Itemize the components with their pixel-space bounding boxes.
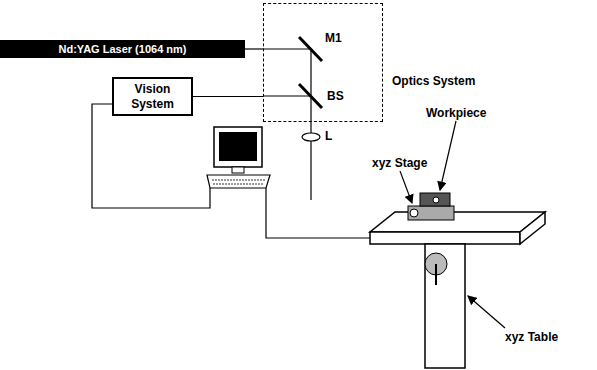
box-label: Vision System (122, 82, 183, 112)
knob-handle (435, 264, 437, 285)
laser-source-box: Nd:YAG Laser (1064 nm) (0, 40, 245, 58)
part-label: M1 (325, 31, 342, 45)
monitor-stand (232, 167, 244, 173)
leader-arrow (440, 121, 456, 190)
part-label: L (325, 129, 332, 143)
optics-group-box: Optics System (263, 3, 383, 122)
beam-connector (245, 48, 263, 49)
beam-connector (193, 96, 263, 97)
process-box: Vision System (112, 77, 193, 116)
part-label: Workpiece (426, 106, 486, 120)
vision-path (263, 95, 311, 96)
leader-arrow (468, 296, 505, 328)
group-heading: Optics System (392, 74, 475, 88)
lens-symbol (302, 133, 320, 141)
leader-arrow (400, 171, 412, 203)
keyboard-keys (212, 180, 265, 181)
signal-wire (92, 104, 210, 208)
stage-knob (410, 209, 418, 217)
part-label: xyz Table (505, 330, 558, 344)
workpiece (420, 193, 450, 206)
xyz-stage (408, 206, 454, 220)
table-top (370, 212, 545, 232)
laser-beam (310, 49, 311, 200)
laser-beam (263, 48, 311, 49)
workpiece-hole (433, 197, 439, 203)
computer-monitor (214, 127, 262, 167)
beam-splitter-symbol (299, 84, 322, 108)
table-leg (425, 244, 465, 368)
table-side (520, 212, 545, 244)
keyboard-keys (213, 184, 264, 185)
box-label: Nd:YAG Laser (1064 nm) (59, 43, 187, 55)
monitor-screen (219, 132, 257, 161)
part-label: xyz Stage (372, 156, 427, 170)
keyboard (207, 175, 270, 188)
mirror-symbol (299, 37, 322, 61)
table-front (370, 232, 520, 244)
part-label: BS (327, 89, 344, 103)
